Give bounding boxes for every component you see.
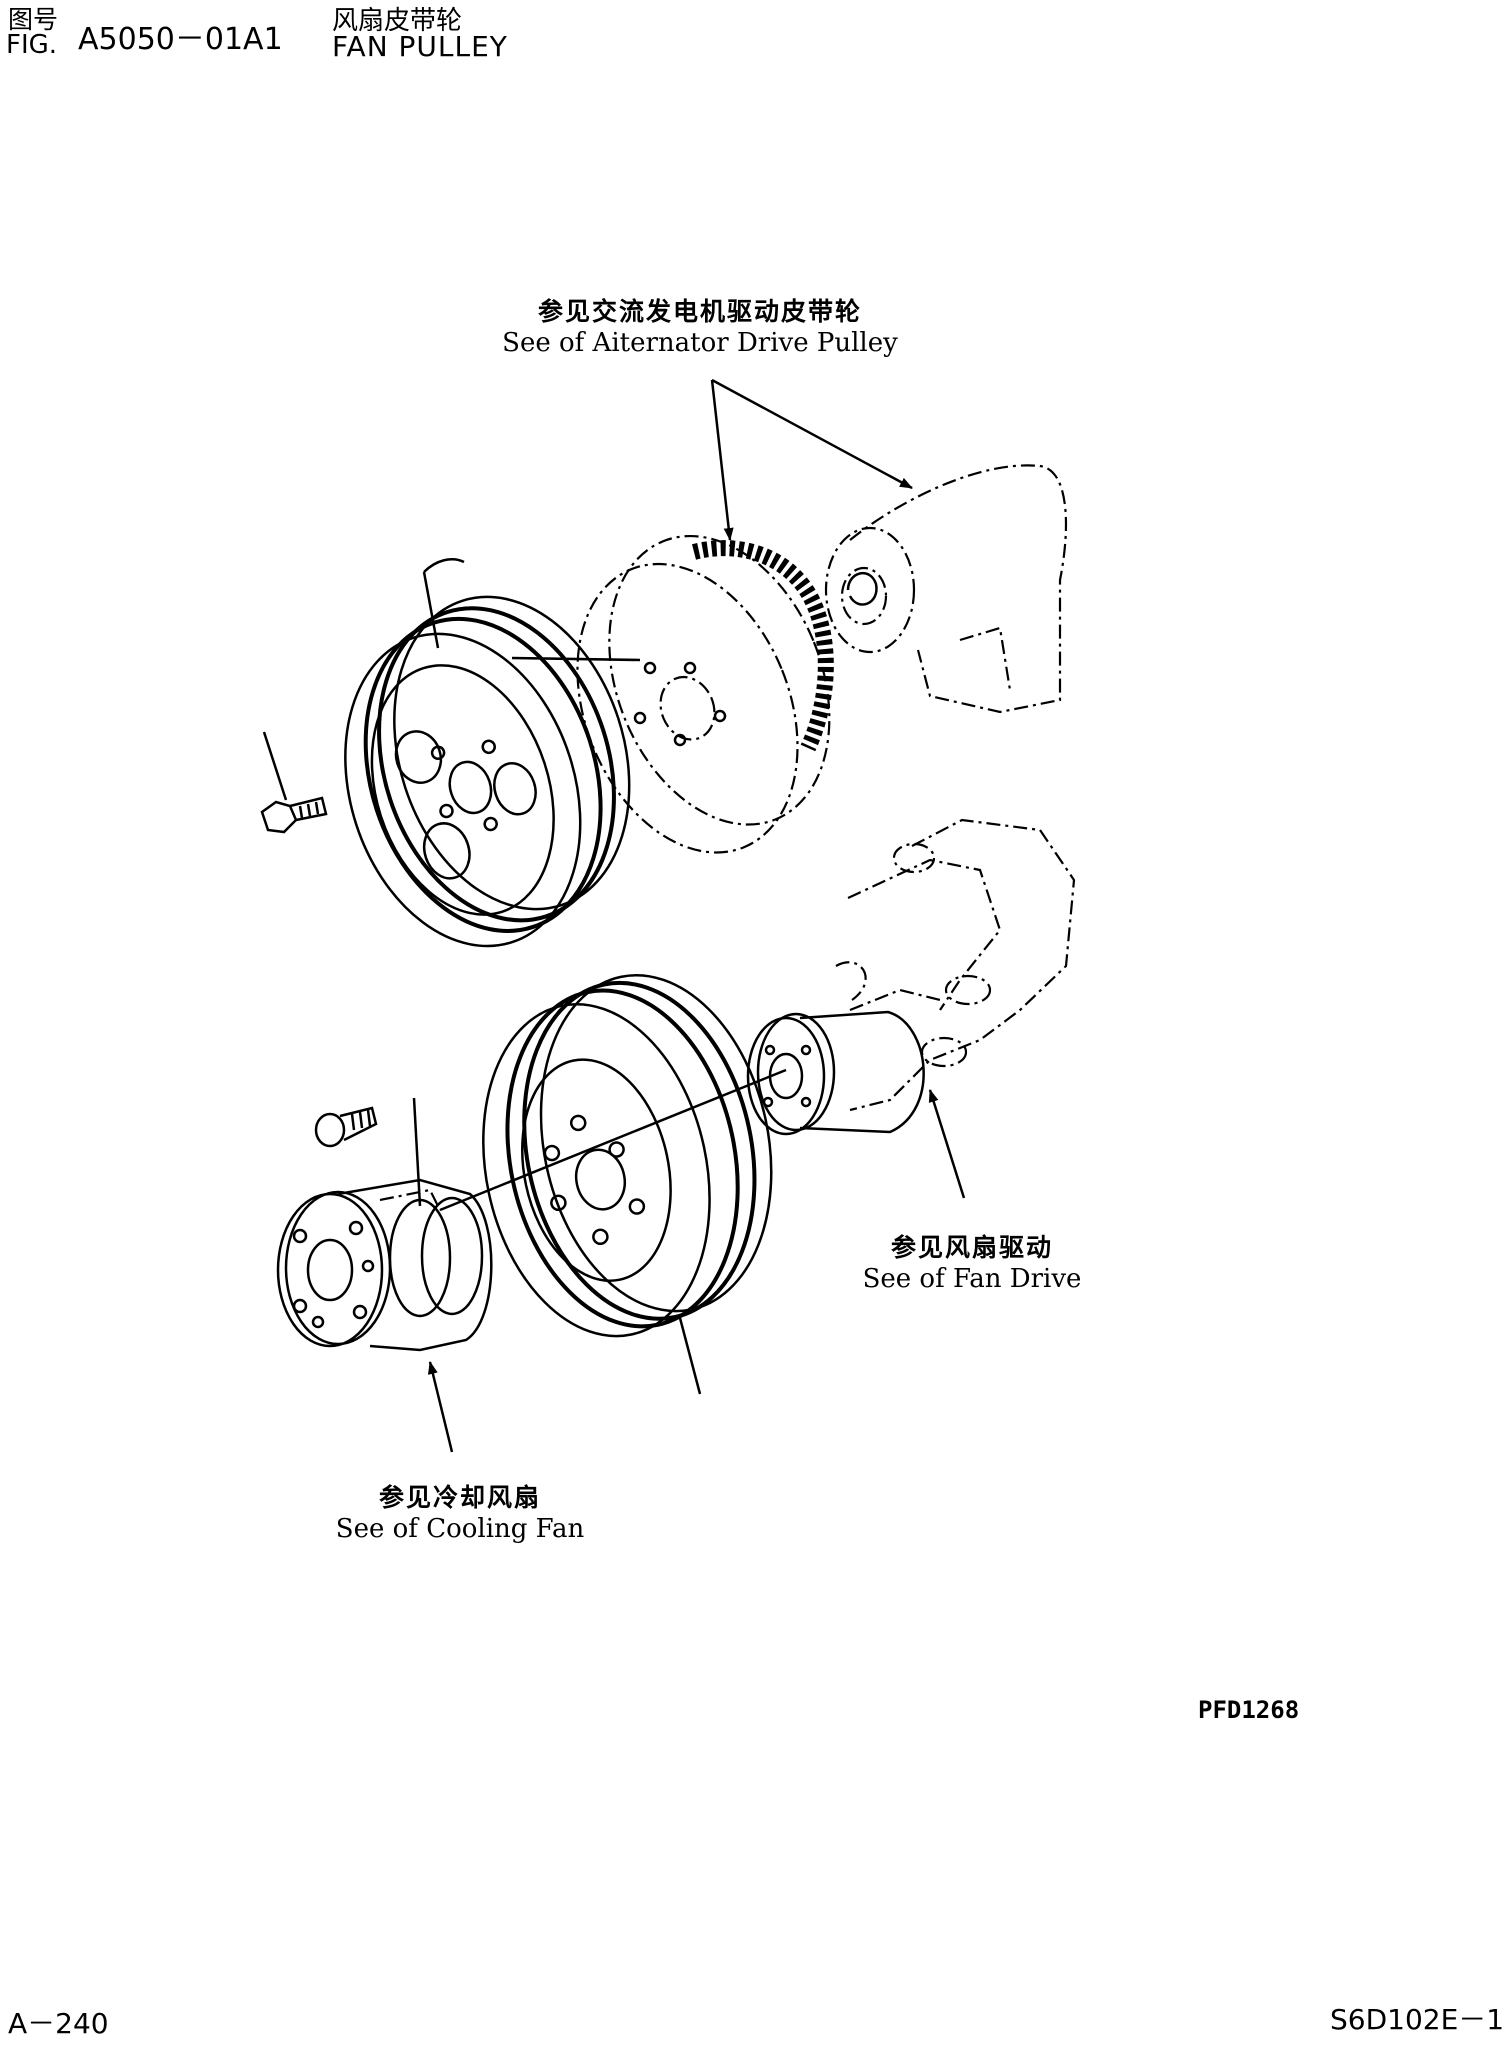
fan-drive-hub [746,1010,925,1136]
page-number: A－240 [8,2007,109,2040]
callout-alternator-en: See of Aiternator Drive Pulley [502,328,898,358]
upper-bolt [260,731,328,834]
alternator-phantom [824,464,1068,714]
fan-drive-bracket-phantom [835,818,1076,1112]
callout-alternator-cn: 参见交流发电机驱动皮带轮 [537,297,862,326]
callout-cooling-fan: 参见冷却风扇 See of Cooling Fan [310,1478,610,1544]
callout-fan-drive: 参见风扇驱动 See of Fan Drive [842,1228,1102,1294]
lower-fan-pulley [482,974,773,1395]
title-en: FAN PULLEY [332,30,508,63]
alternator-drive-pulley-phantom [576,534,834,854]
callout-fan-drive-cn: 参见风扇驱动 [890,1233,1053,1262]
drawing-code: PFD1268 [1198,1696,1300,1724]
fig-label-en: FIG. [6,30,58,60]
figure-number: A5050－01A1 [78,22,283,57]
lower-bolt [314,1097,422,1207]
upper-fan-pulley [344,558,631,948]
callout-fan-drive-en: See of Fan Drive [862,1264,1082,1294]
fig-label-cn: 图号 [8,5,59,34]
callout-cooling-fan-en: See of Cooling Fan [335,1514,585,1544]
title-cn: 风扇皮带轮 [332,6,463,36]
model-code: S6D102E－1 [1330,2003,1505,2036]
callout-alternator-drive-pulley: 参见交流发电机驱动皮带轮 See of Aiternator Drive Pul… [470,292,930,358]
fan-spacer [276,1178,493,1352]
callout-cooling-fan-cn: 参见冷却风扇 [378,1483,541,1512]
